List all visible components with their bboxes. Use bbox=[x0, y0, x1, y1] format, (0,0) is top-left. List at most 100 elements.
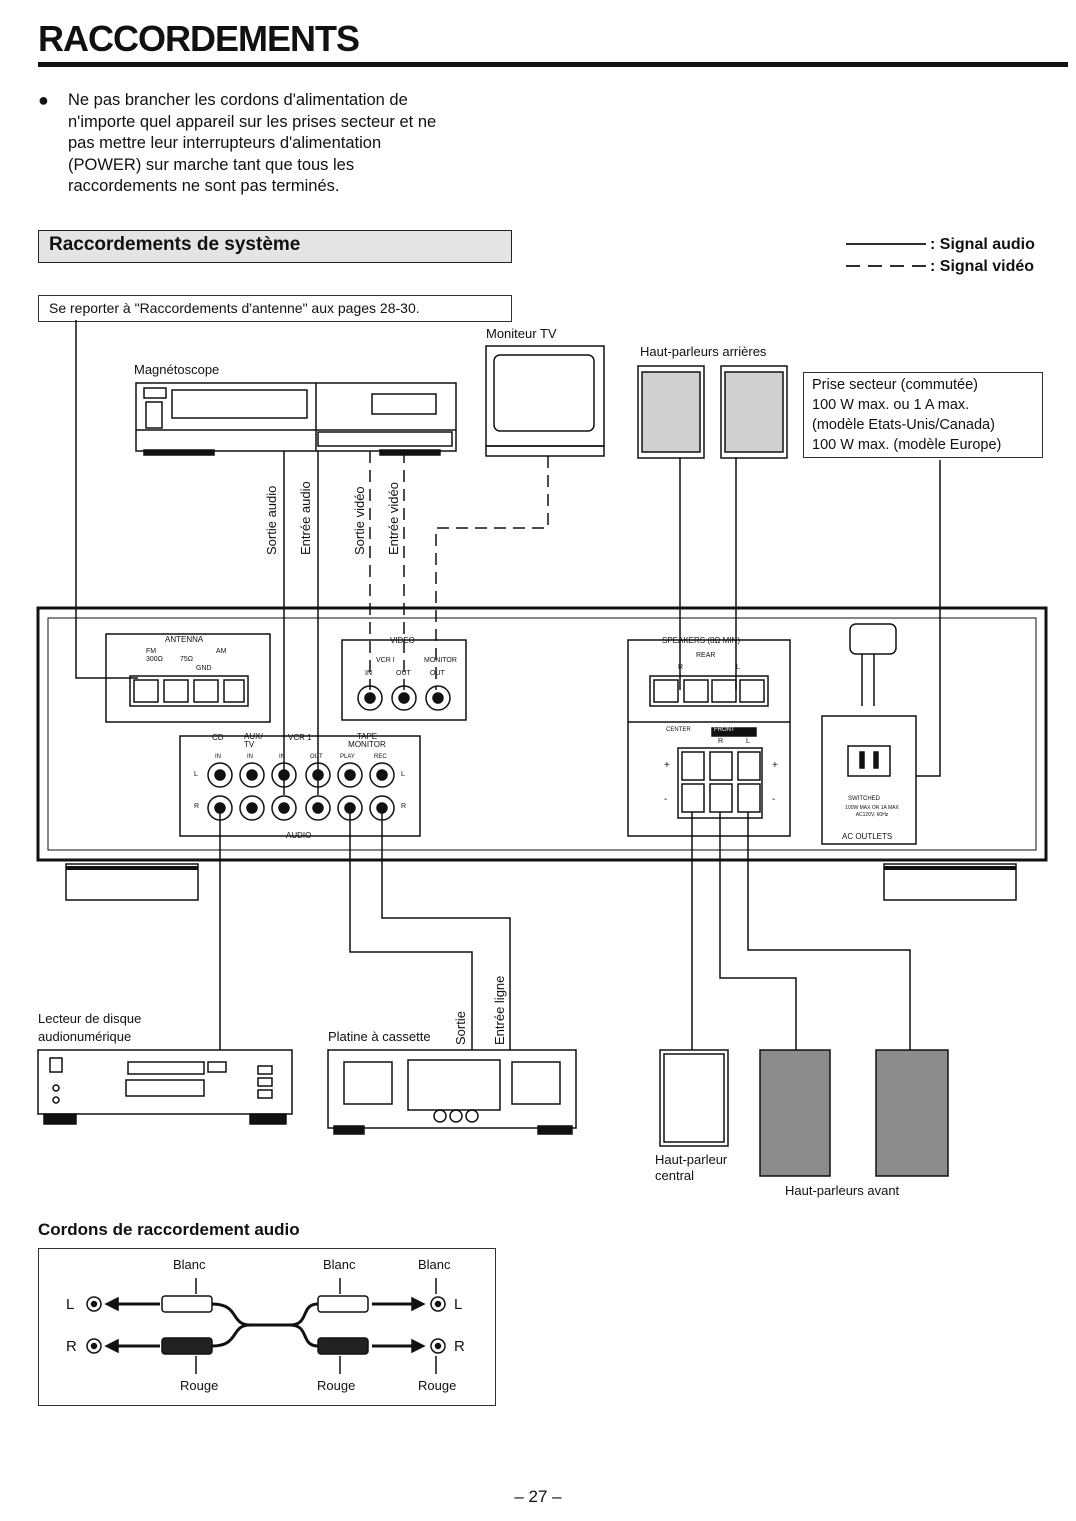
tv-label: Moniteur TV bbox=[486, 326, 557, 341]
cd-player-label-line: Lecteur de disque bbox=[38, 1011, 142, 1026]
cords-title: Cordons de raccordement audio bbox=[38, 1220, 300, 1239]
audio-in-label: Entrée audio bbox=[298, 481, 313, 555]
cord-diagram bbox=[86, 1278, 446, 1374]
plus-left-label: + bbox=[664, 760, 670, 771]
front-right-cable bbox=[747, 812, 911, 1050]
front-speakers-label: Haut-parleurs avant bbox=[785, 1183, 900, 1198]
audio-jack-block bbox=[179, 735, 421, 837]
video-out-jack-label: OUT bbox=[396, 670, 411, 677]
front-left-cable bbox=[719, 812, 797, 1050]
page-title: RACCORDEMENTS bbox=[38, 18, 360, 59]
front-l-label: L bbox=[746, 738, 750, 745]
rec-label: REC bbox=[374, 754, 387, 760]
cd-player-label: Lecteur de disque audionumérique bbox=[38, 1010, 141, 1046]
front-speaker-left bbox=[759, 1049, 831, 1177]
intro-line: raccordements ne sont pas terminés. bbox=[68, 177, 340, 195]
audio-l-right: L bbox=[401, 771, 405, 778]
amp-foot-left bbox=[65, 863, 199, 901]
speakers-label: SPEAKERS (8Ω MIN) bbox=[662, 636, 740, 645]
cd-in-label: IN bbox=[215, 754, 221, 760]
front-speaker-right bbox=[875, 1049, 949, 1177]
monitor-label: MONITOR bbox=[424, 657, 457, 664]
antenna-reference-box: Se reporter à "Raccordements d'antenne" … bbox=[38, 295, 512, 322]
amp-foot-right bbox=[883, 863, 1017, 901]
video-out-label: Sortie vidéo bbox=[352, 486, 367, 555]
antenna-wire bbox=[75, 320, 138, 679]
page-number: – 27 – bbox=[514, 1487, 562, 1506]
legend-video-label: : Signal vidéo bbox=[930, 258, 1035, 275]
center-label: CENTER bbox=[666, 727, 691, 733]
aux-tv-label: AUX/ TV bbox=[244, 732, 263, 749]
speaker-terminal-block bbox=[627, 639, 791, 837]
cd-player-device bbox=[37, 1049, 293, 1125]
outlet-spec-label: 100W MAX OR 1A MAX bbox=[845, 805, 899, 811]
outlet-volt-label: AC120V, 60Hz bbox=[855, 812, 889, 818]
center-speaker-label: Haut-parleur central bbox=[655, 1152, 727, 1184]
cord-l-right: L bbox=[454, 1296, 463, 1313]
video-jack-block bbox=[341, 639, 467, 721]
cassette-deck-device bbox=[327, 1049, 577, 1135]
outlet-info-box: Prise secteur (commutée) 100 W max. ou 1… bbox=[803, 372, 1043, 458]
fm-300-label: 300Ω bbox=[146, 656, 163, 663]
cord-white-label: Blanc bbox=[323, 1257, 356, 1272]
audio-r-right: R bbox=[401, 803, 407, 810]
gnd-label: GND bbox=[196, 665, 212, 672]
center-speaker-label-line: central bbox=[655, 1168, 695, 1183]
cord-white-label: Blanc bbox=[173, 1257, 206, 1272]
switched-label: SWITCHED bbox=[848, 796, 880, 802]
vcr1-label: VCR I bbox=[376, 657, 395, 664]
outlet-info-line: 100 W max. (modèle Europe) bbox=[812, 437, 1002, 453]
ac-outlet-block bbox=[821, 715, 917, 845]
cd-player-label-line: audionumérique bbox=[38, 1029, 132, 1044]
vcr-label: Magnétoscope bbox=[134, 362, 220, 377]
tape-rec-cable bbox=[381, 808, 511, 1050]
outlet-info-line: Prise secteur (commutée) bbox=[812, 377, 978, 393]
ac-outlets-label: AC OUTLETS bbox=[842, 832, 893, 841]
cord-white-label: Blanc bbox=[418, 1257, 451, 1272]
vcr1-audio-label: VCR 1 bbox=[288, 733, 312, 742]
section-title: Raccordements de système bbox=[49, 234, 301, 255]
intro-note: ● Ne pas brancher les cordons d'alimenta… bbox=[38, 90, 518, 198]
front-r-label: R bbox=[718, 738, 724, 745]
power-cord-clip bbox=[849, 623, 897, 655]
rear-r-label: R bbox=[678, 664, 684, 671]
amplifier-rear-panel bbox=[36, 606, 1048, 862]
video-in-jack-label: IN bbox=[365, 670, 372, 677]
cord-red-label: Rouge bbox=[317, 1378, 356, 1393]
rear-speakers-label: Haut-parleurs arrières bbox=[640, 344, 767, 359]
antenna-block bbox=[105, 633, 271, 723]
intro-line: pas mettre leur interrupteurs d'alimenta… bbox=[68, 134, 382, 152]
center-speaker bbox=[659, 1049, 729, 1147]
vcr-out-label: OUT bbox=[310, 754, 323, 760]
section-heading: Raccordements de système bbox=[38, 230, 512, 263]
rear-l-label: L bbox=[736, 664, 740, 671]
vcr-device bbox=[135, 382, 457, 456]
title-rule bbox=[38, 62, 1068, 67]
tape-play-cable bbox=[349, 808, 473, 1050]
outlet-cable bbox=[916, 460, 941, 777]
fm-75-label: 75Ω bbox=[180, 656, 194, 663]
tv-video-cable bbox=[435, 456, 549, 690]
audio-out-label: Sortie audio bbox=[264, 485, 279, 555]
minus-right-label: - bbox=[772, 794, 776, 805]
vcr-in-label: IN bbox=[279, 754, 285, 760]
rear-speakers bbox=[637, 365, 788, 459]
tv-device bbox=[485, 345, 605, 457]
center-speaker-label-line: Haut-parleur bbox=[655, 1152, 728, 1167]
audio-jacks bbox=[207, 762, 395, 821]
audio-r-left: R bbox=[194, 803, 200, 810]
line-in-label: Entrée ligne bbox=[492, 975, 507, 1045]
cord-red-label: Rouge bbox=[180, 1378, 219, 1393]
fm-label: FM bbox=[146, 648, 157, 655]
cord-l-left: L bbox=[66, 1296, 75, 1313]
audio-l-left: L bbox=[194, 771, 198, 778]
tape-out-label: Sortie bbox=[453, 1011, 468, 1045]
antenna-label: ANTENNA bbox=[165, 635, 204, 644]
outlet-info-line: (modèle Etats-Unis/Canada) bbox=[812, 417, 995, 433]
cord-red-label: Rouge bbox=[418, 1378, 457, 1393]
legend-audio-label: : Signal audio bbox=[930, 236, 1035, 253]
intro-line: n'importe quel appareil sur les prises s… bbox=[68, 112, 437, 131]
cord-r-right: R bbox=[454, 1338, 465, 1355]
aux-in-label: IN bbox=[247, 754, 253, 760]
